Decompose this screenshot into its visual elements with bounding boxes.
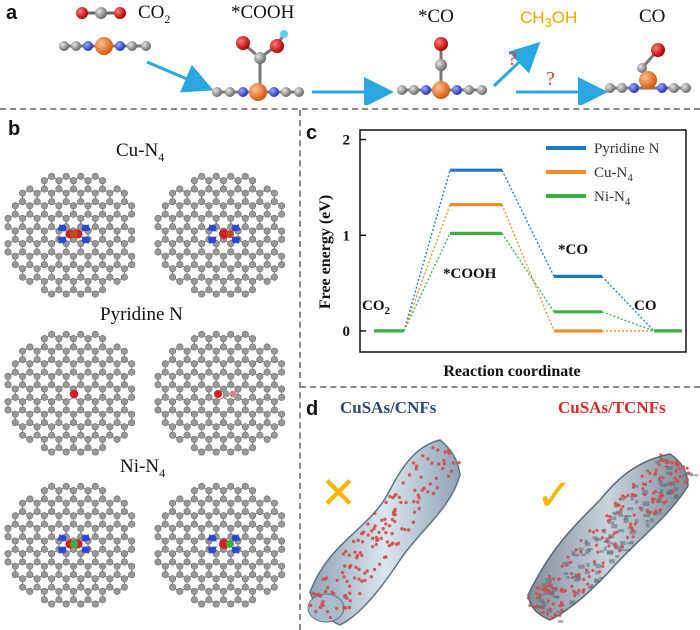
annotation-co-gas: CO [634,298,657,314]
graphene-sheet-ni2 [154,482,286,608]
graphene-sheet-cu2 [154,172,286,298]
connector-lines [403,169,655,332]
substrate-slab [605,71,691,93]
label-co2: CO2 [138,2,171,26]
cu-atoms-cnfs [308,445,461,620]
energy-levels [374,168,682,333]
substrate-slab [59,37,151,55]
question-mark-co: ? [546,68,555,90]
label-ch3oh: CH3OH [520,8,578,30]
panel-b-letter: b [8,118,21,140]
graphene-sheet-cu1 [4,172,136,298]
substrate-slab [212,83,304,101]
label-cu-n4: Cu-N4 [116,140,165,164]
y-axis-label: Free energy (eV) [317,195,334,309]
x-axis-label: Reaction coordinate [443,363,580,380]
panel-d-nanofibers [307,439,699,626]
arrow-to-ch3oh [492,41,541,88]
graphene-sheet-py1 [4,330,136,456]
arrow-step-1 [146,60,214,93]
graphene-sheet-py2 [154,330,286,456]
y-ticks: 0 1 2 [343,133,366,340]
substrate-slab [397,81,487,99]
label-co-adsorbed: *CO [418,6,454,27]
y-tick-label: 1 [343,228,351,244]
graphene-sheet-ni1 [4,482,136,608]
fiber-cnfs-end [307,593,345,623]
connector-pyridine-n [601,275,655,332]
question-mark-ch3oh: ? [508,48,517,70]
legend-label-cu-n4: Cu-N4 [594,165,633,184]
co-desorbed-molecule [637,43,665,73]
connector-ni-n4 [403,233,451,332]
co2-molecule [76,7,126,19]
annotation-cooh: *COOH [443,266,497,282]
legend: Pyridine N Cu-N4 Ni-N4 [546,141,660,208]
connector-ni-n4 [601,311,655,332]
divider-vertical [299,110,301,630]
cooh-molecule [236,30,288,84]
co-adsorbed-molecule [434,37,448,82]
y-tick-label: 2 [343,133,351,149]
check-mark-icon: ✓ [536,470,573,521]
legend-label-ni-n4: Ni-N4 [594,189,631,208]
panel-a-letter: a [6,2,18,24]
label-co-gas: CO [639,6,666,27]
free-energy-chart: Free energy (eV) Reaction coordinate 0 1 2… [317,129,687,380]
connector-ni-n4 [501,232,555,313]
connector-cu-n4 [501,204,555,332]
label-ni-n4: Ni-N4 [120,456,166,480]
title-cusas-cnfs: CuSAs/CNFs [340,398,437,417]
panel-b-structures [4,172,286,608]
cross-mark-icon: ✕ [320,468,357,519]
connector-cu-n4 [403,204,451,332]
plot-frame [359,129,687,353]
legend-label-pyridine-n: Pyridine N [594,141,660,157]
panel-a-reaction-scheme [59,7,691,105]
label-cooh: *COOH [231,2,295,23]
y-tick-label: 0 [343,324,351,340]
annotation-co-adsorbed: *CO [558,242,588,258]
annotation-co2: CO2 [362,298,391,317]
title-cusas-tcnfs: CuSAs/TCNFs [558,398,666,417]
label-pyridine-n: Pyridine N [100,304,183,325]
connector-pyridine-n [403,170,451,332]
divider-right [300,386,700,388]
panel-c-letter: c [306,122,318,144]
divider-top [0,108,700,110]
panel-d-letter: d [306,398,319,420]
cu-atoms-tcnfs [526,453,691,620]
